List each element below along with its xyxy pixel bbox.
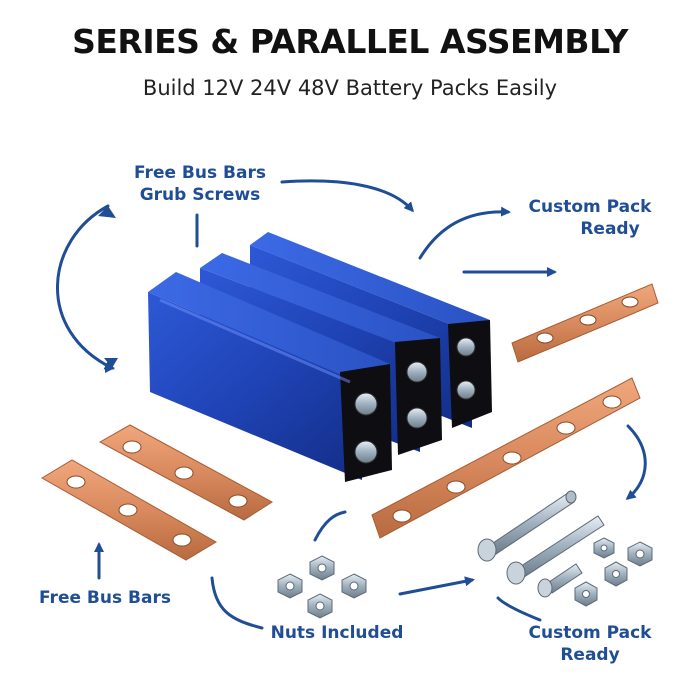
- label-free-bus-bars-bottom: Free Bus Bars: [39, 588, 171, 608]
- curved-arrow-top: [280, 179, 414, 213]
- curved-arrow-right: [625, 424, 647, 500]
- leader-line-custom-bottom: [496, 596, 542, 622]
- curved-arrow-left: [56, 204, 115, 370]
- page-title: SERIES & PARALLEL ASSEMBLY: [72, 22, 628, 61]
- label-line: Ready: [560, 645, 620, 665]
- screw-long-2: [506, 515, 605, 585]
- bus-bar-long: [371, 377, 641, 539]
- bus-bar-left-front: [41, 459, 217, 561]
- screw-short: [537, 563, 583, 598]
- battery-cell-front: [148, 272, 392, 482]
- label-line: Ready: [580, 219, 640, 239]
- label-custom-pack-ready-bottom: Custom Pack Ready: [510, 622, 670, 666]
- label-line: Free Bus Bars: [134, 163, 266, 183]
- label-custom-pack-ready-top: Custom Pack Ready: [510, 196, 670, 240]
- leader-line-nuts-top: [313, 510, 347, 542]
- arrow-to-screws: [398, 576, 475, 596]
- arrow-head-left-bottom: [104, 358, 118, 368]
- label-free-bus-bars-grub-screws: Free Bus Bars Grub Screws: [110, 162, 290, 206]
- nut-holes-right: [582, 544, 645, 598]
- label-line: Grub Screws: [139, 185, 261, 205]
- bus-bar-top-right: [511, 283, 659, 363]
- leader-line-nuts: [210, 576, 264, 630]
- curved-arrow-top-right: [418, 206, 511, 260]
- label-nuts-included: Nuts Included: [270, 623, 404, 643]
- screw-long-1: [477, 490, 577, 562]
- page-subtitle: Build 12V 24V 48V Battery Packs Easily: [142, 76, 558, 100]
- label-line: Custom Pack: [528, 623, 652, 643]
- label-line: Custom Pack: [528, 197, 652, 217]
- bus-bar-left-back: [98, 424, 273, 521]
- annotation-arrows: [56, 179, 647, 630]
- nut-holes-left: [285, 563, 359, 611]
- arrow-head-left-top: [98, 206, 116, 218]
